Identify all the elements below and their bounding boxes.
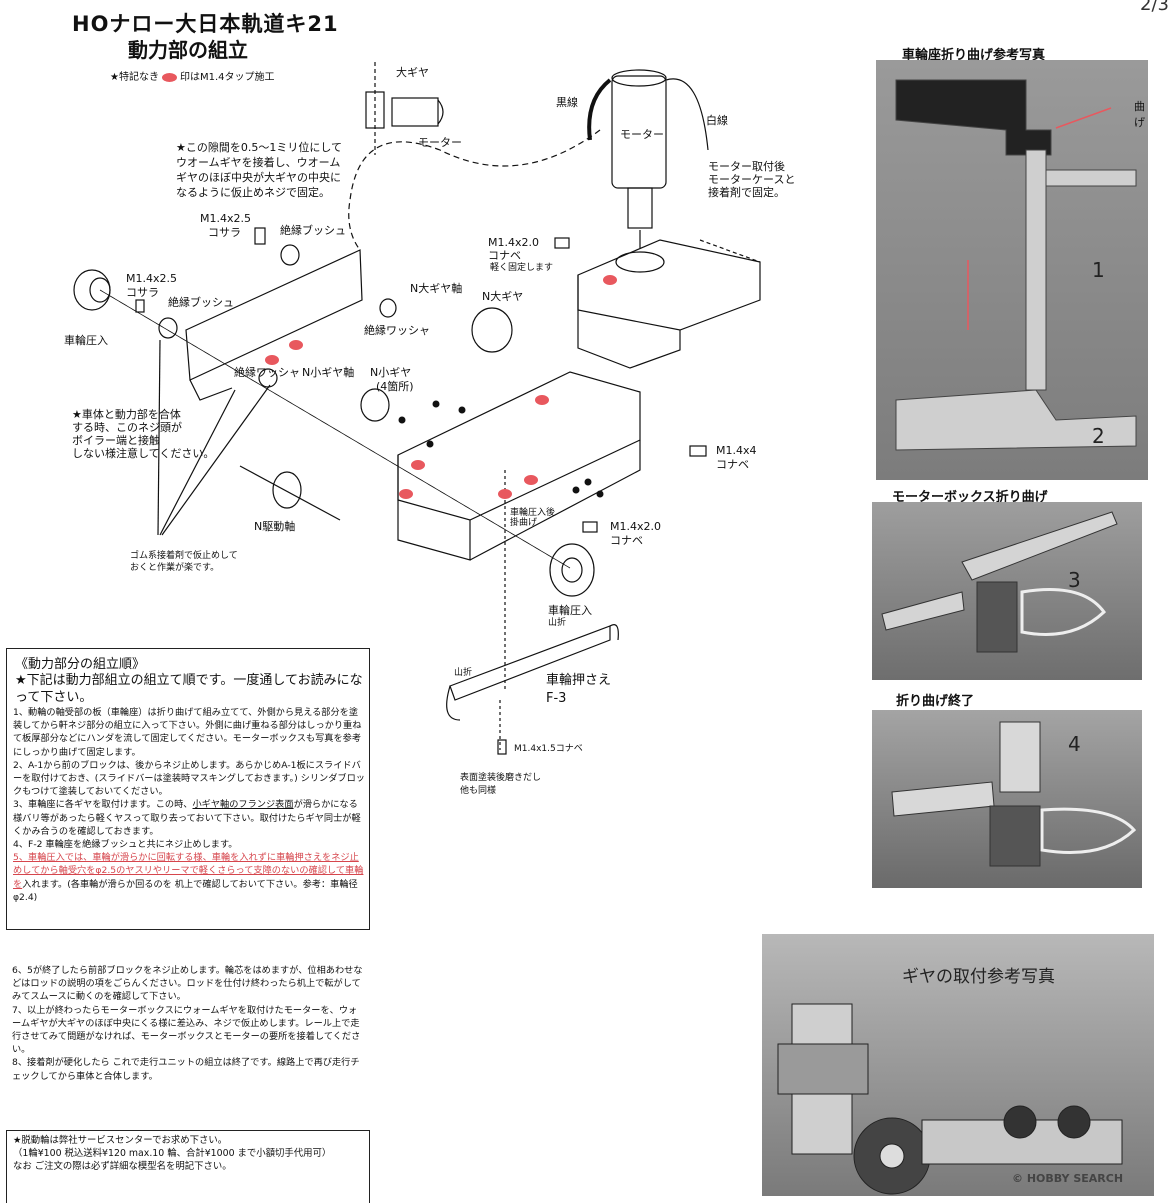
motor-mount-note: モーター取付後 モーターケースと 接着剤で固定。 xyxy=(708,160,796,199)
procedure-box: 《動力部分の組立順》 ★下記は動力部組立の組立て順です。一度通してお読みになって… xyxy=(6,648,370,930)
photo-1-caption: 車輪座折り曲げ参考写真 xyxy=(902,48,1046,63)
screw-a-name: コサラ xyxy=(208,226,241,239)
photo-3-caption: 折り曲げ終了 xyxy=(896,694,975,709)
step-7: 7、以上が終わったらモーターボックスにウォームギヤを取付けたモーターを、ウォーム… xyxy=(12,1004,361,1056)
watermark: © HOBBY SEARCH xyxy=(1012,1172,1124,1185)
photo-2-caption: モーターボックス折り曲げ xyxy=(892,490,1048,505)
insul-bush-b: 絶縁ブッシュ xyxy=(168,296,234,309)
step-3-post: が滑らかになる様バリ等があったら軽くヤスって取り去っておいて下さい。取付けたらギ… xyxy=(13,799,361,837)
step-3-pre: 3、車輪座に各ギヤを取付けます。この時、 xyxy=(13,799,193,811)
footer-line-1: ★脱動輪は弊社サービスセンターでお求め下さい。 xyxy=(13,1135,228,1146)
footer-line-2: （1輪¥100 税込送料¥120 max.10 輪、合計¥1000 まで小額切手… xyxy=(13,1148,332,1159)
step-5-tail: 入れます。(各車輪が滑らか回るのを 机上で確認しておいて下さい。参考：車輪径φ2… xyxy=(13,878,358,903)
step-2: 2、A-1から前のブロックは、後からネジ止めします。あらかじめA-1板にスライド… xyxy=(13,759,365,798)
photo-1-arrow-text: 曲げ xyxy=(1134,100,1145,129)
procedure-continued: 6、5が終了したら前部ブロックをネジ止めします。輪芯をはめますが、位相あわせなど… xyxy=(6,964,368,1083)
paint-note: 表面塗装後磨きだし 他も同様 xyxy=(460,773,542,796)
tap-note-pre: ★特記なき xyxy=(110,72,159,83)
label-black-wire: 黒線 xyxy=(556,96,578,109)
screw-c-name: コナベ xyxy=(488,249,521,262)
photo-3-art xyxy=(891,721,1137,867)
step-5-red: 5、車輪圧入では、車輪が滑らかに回転する様、車輪を入れずに車輪押さえをネジ止めし… xyxy=(13,852,364,890)
photo-4-caption: ギヤの取付参考写真 xyxy=(902,967,1055,987)
title-line-1: HOナロー大日本軌道キ21 xyxy=(72,12,339,36)
label-big-gear-top: 大ギヤ xyxy=(396,66,429,79)
screw-c-spec: M1.4x2.0 xyxy=(488,236,539,249)
photo-1-number-a: 1 xyxy=(1092,258,1105,282)
mountain-fold-b: 山折 xyxy=(454,668,473,678)
wheel-press-left: 車輪圧入 xyxy=(64,334,108,347)
photo-2-number: 3 xyxy=(1068,568,1081,592)
tap-note: ★特記なき 印はM1.4タップ施工 xyxy=(110,68,275,83)
photo-4-art xyxy=(777,1003,1123,1195)
screw-e-spec: M1.4x2.0 xyxy=(610,520,661,533)
screw-b-name: コサラ xyxy=(126,286,159,299)
n-small-gear: N小ギヤ xyxy=(370,366,412,379)
gap-note: ★この隙間を0.5～1ミリ位にして ウオームギヤを接着し、ウオーム ギヤのほぼ中… xyxy=(176,141,343,199)
rubber-note: ゴム系接着剤で仮止めして おくと作業が楽です。 xyxy=(130,551,238,573)
photo-2-art xyxy=(881,511,1118,653)
label-motor-top: モーター xyxy=(418,136,462,149)
service-footer-box: ★脱動輪は弊社サービスセンターでお求め下さい。 （1輪¥100 税込送料¥120… xyxy=(6,1130,370,1203)
step-8: 8、接着剤が硬化したら これで走行ユニットの組立は終了です。線路上で再び走行チェ… xyxy=(12,1057,360,1082)
n-big-gear: N大ギヤ xyxy=(482,290,524,303)
step-6: 6、5が終了したら前部ブロックをネジ止めします。輪芯をはめますが、位相あわせなど… xyxy=(12,965,363,1003)
screw-c-note: 軽く固定します xyxy=(490,263,554,273)
screw-a-spec: M1.4x2.5 xyxy=(200,212,251,225)
screw-f: M1.4x1.5コナベ xyxy=(514,744,583,754)
n-small-gear-shaft: N小ギヤ軸 xyxy=(302,366,355,379)
footer-line-3: なお ご注文の際は必ず詳細な模型名を明記下さい。 xyxy=(13,1161,232,1172)
wheel-retainer: 車輪押さえ xyxy=(546,673,612,688)
n-big-gear-shaft: N大ギヤ軸 xyxy=(410,282,463,295)
wheel-after-bend: 車輪圧入後 掛曲げ xyxy=(510,508,556,528)
procedure-intro: ★下記は動力部組立の組立て順です。一度通してお読みになって下さい。 xyxy=(15,673,363,705)
procedure-heading: 《動力部分の組立順》 xyxy=(15,657,146,672)
n-drive-shaft: N駆動軸 xyxy=(254,520,296,533)
screw-b-spec: M1.4x2.5 xyxy=(126,272,177,285)
step-1: 1、動輪の軸受部の板（車輪座）は折り曲げて組み立てて、外側から見える部分を塗装し… xyxy=(13,707,362,758)
photo-gear-mounting: ギヤの取付参考写真 xyxy=(762,934,1154,1196)
label-motor: モーター xyxy=(620,128,664,141)
n-small-gear-count: (4箇所) xyxy=(376,380,414,393)
title-line-2: 動力部の組立 xyxy=(128,38,248,62)
photo-motor-box-bending: 3 xyxy=(872,502,1142,680)
red-dot-icon xyxy=(161,72,177,82)
step-3: 3、車輪座に各ギヤを取付けます。この時、小ギヤ軸のフランジ表面が滑らかになる様バ… xyxy=(13,798,365,838)
insul-washer-b: 絶縁ワッシャ xyxy=(234,366,300,379)
step-5: 5、車輪圧入では、車輪が滑らかに回転する様、車輪を入れずに車輪押さえをネジ止めし… xyxy=(13,851,365,904)
tap-note-post: 印はM1.4タップ施工 xyxy=(179,72,275,83)
screw-e-name: コナベ xyxy=(610,534,643,547)
photo-1-number-b: 2 xyxy=(1092,424,1105,448)
screw-d-name: コナベ xyxy=(716,458,749,471)
insul-bush-a: 絶縁ブッシュ xyxy=(280,224,346,237)
assembly-diagram xyxy=(73,62,761,755)
mountain-fold-a: 山折 xyxy=(548,618,567,628)
insul-washer-a: 絶縁ワッシャ xyxy=(364,324,430,337)
photo-3-number: 4 xyxy=(1068,732,1081,756)
wheel-press-right: 車輪圧入 xyxy=(548,604,592,617)
label-white-wire: 白線 xyxy=(706,114,728,127)
photo-1-art xyxy=(895,79,1137,451)
page-number: 2/3 xyxy=(1140,0,1169,15)
photo-bending-finished: 4 xyxy=(872,710,1142,888)
step-4: 4、F-2 車輪座を絶縁ブッシュと共にネジ止めします。 xyxy=(13,839,238,851)
body-note: ★車体と動力部を合体 する時、このネジ頭が ボイラー端と接触 しない様注意してく… xyxy=(72,408,215,460)
screw-d-spec: M1.4x4 xyxy=(716,444,757,457)
step-3-underline: 小ギヤ軸のフランジ表面 xyxy=(192,799,294,811)
wheel-retainer-code: F-3 xyxy=(546,691,567,706)
photo-wheel-seat-bending: 曲げ 1 2 xyxy=(876,60,1148,480)
